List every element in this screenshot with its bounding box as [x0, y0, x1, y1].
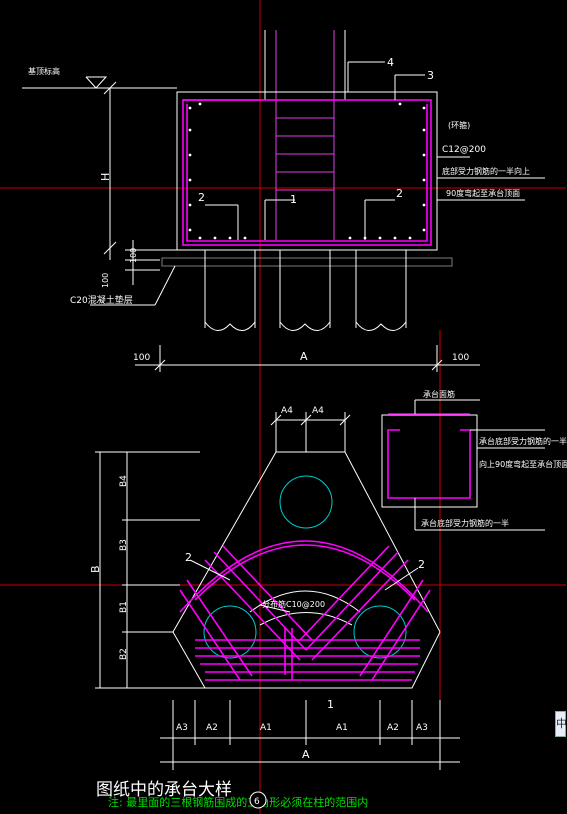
page-number: 6 — [254, 797, 260, 807]
rebar-dots — [188, 102, 426, 240]
label-4: 4 — [387, 56, 394, 69]
plan-view — [95, 412, 460, 770]
detail-note-1: 承台底部受力钢筋的一半 — [479, 436, 567, 446]
pile-right — [353, 605, 407, 659]
label-1: 1 — [290, 193, 297, 206]
ground-level-label: 基顶标高 — [28, 66, 60, 76]
height-dim-label: H — [99, 173, 112, 181]
label-2-right: 2 — [396, 187, 403, 200]
bend-note-2: 90度弯起至承台顶面 — [446, 188, 520, 198]
bottom-dim-left: 100 — [133, 353, 150, 363]
caption: 图纸中的承台大样 — [96, 780, 232, 800]
ime-indicator[interactable]: 中 — [555, 711, 567, 737]
bottom-total-dim: A — [302, 748, 310, 761]
dim-a2-right: A2 — [387, 723, 399, 733]
detail-note-3: 承台底部受力钢筋的一半 — [421, 518, 509, 528]
section-labels: 基顶标高 H 100 100 C20混凝土垫层 4 3 2 2 1 (环箍) C… — [28, 56, 530, 363]
bottom-dim-mid: A — [300, 350, 308, 363]
pile-left — [203, 605, 257, 659]
plan-labels: A4 A4 B4 B3 B B1 B2 2 2 1 分布筋C10@200 A3 … — [89, 406, 428, 761]
dim-b3: B3 — [119, 539, 129, 551]
label-2-left: 2 — [198, 191, 205, 204]
dim-a1-left: A1 — [260, 723, 272, 733]
dim-a3-left: A3 — [176, 723, 188, 733]
distribution-rebar-label: 分布筋C10@200 — [262, 599, 325, 609]
detail-title: 承台面筋 — [423, 389, 455, 399]
ime-glyph: 中 — [556, 717, 567, 730]
hoop-label: (环箍) — [448, 120, 470, 130]
plan-label-1: 1 — [327, 698, 334, 711]
dim-b1: B1 — [119, 601, 129, 613]
label-3: 3 — [427, 69, 434, 82]
bend-note-1: 底部受力钢筋的一半向上 — [442, 166, 530, 176]
detail-box: 承台面筋 承台底部受力钢筋的一半 向上90度弯起至承台顶面 承台底部受力钢筋的一… — [381, 389, 567, 531]
dim-100-upper: 100 — [129, 248, 138, 263]
piles-section — [204, 250, 407, 331]
pile-top — [279, 475, 333, 529]
dim-a2-left: A2 — [206, 723, 218, 733]
rebar-spec: C12@200 — [442, 145, 486, 155]
page-number-badge — [249, 791, 267, 809]
detail-note-2: 向上90度弯起至承台顶面 — [479, 459, 567, 469]
dim-a3-right: A3 — [416, 723, 428, 733]
dim-100-lower: 100 — [101, 273, 110, 288]
cushion-label: C20混凝土垫层 — [70, 294, 133, 306]
plan-label-2-left: 2 — [185, 551, 192, 564]
section-view — [22, 30, 545, 372]
note: 注: 最里面的三根钢筋围成的三角形必须在柱的范围内 — [108, 795, 368, 809]
dim-b2: B2 — [119, 648, 129, 660]
dim-b4: B4 — [119, 475, 129, 487]
bottom-dim-right: 100 — [452, 353, 469, 363]
plan-label-2-right: 2 — [418, 558, 425, 571]
dim-a4-left: A4 — [281, 406, 293, 416]
dim-b: B — [89, 565, 102, 573]
dim-a4-right: A4 — [312, 406, 324, 416]
dim-a1-right: A1 — [336, 723, 348, 733]
